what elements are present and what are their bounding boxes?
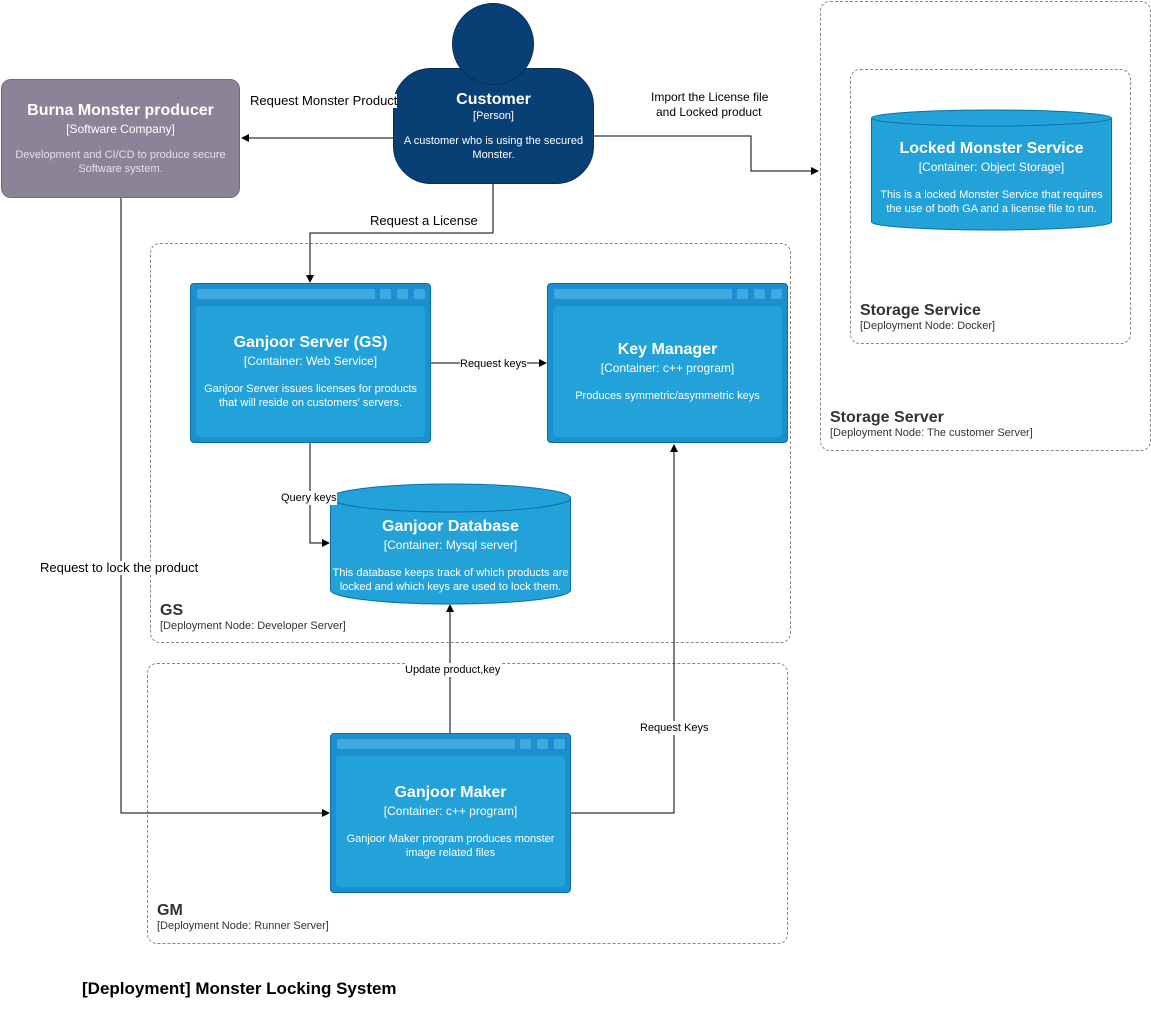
producer-description: Development and CI/CD to produce secure …	[15, 148, 226, 175]
edge-label-query-keys: Query keys	[281, 491, 337, 505]
edge-label-request-product: Request Monster Product	[250, 93, 398, 108]
ganjoor-maker-container: Ganjoor Maker [Container: c++ program] G…	[330, 733, 571, 893]
database-icon	[871, 109, 1112, 231]
edge-label-request-lock: Request to lock the product	[40, 560, 199, 575]
window-button-icon	[754, 289, 765, 299]
customer-person-body: Customer [Person] A customer who is usin…	[393, 68, 594, 184]
key-manager-container: Key Manager [Container: c++ program] Pro…	[547, 283, 788, 443]
ganjoor-maker-tech: [Container: c++ program]	[383, 803, 518, 818]
edge-request-license	[306, 184, 494, 283]
edge-label-import-license-line2: and Locked product	[656, 105, 762, 119]
storage-service-title: Storage Service	[860, 302, 981, 319]
storage-service-subtitle: [Deployment Node: Docker]	[860, 320, 996, 332]
locked-service-title: Locked Monster Service	[899, 140, 1084, 157]
ganjoor-server-title: Ganjoor Server (GS)	[233, 333, 388, 351]
gm-node-subtitle: [Deployment Node: Runner Server]	[157, 920, 329, 932]
edge-request-keys-maker	[571, 444, 678, 814]
customer-description: A customer who is using the secured Mons…	[403, 135, 584, 161]
edge-label-update-product: Update product,key	[405, 663, 501, 677]
producer-system-box: Burna Monster producer [Software Company…	[1, 79, 240, 198]
ganjoor-maker-body: Ganjoor Maker [Container: c++ program] G…	[336, 756, 565, 887]
storage-server-subtitle: [Deployment Node: The customer Server]	[830, 427, 1033, 439]
customer-tech: [Person]	[473, 110, 514, 122]
edge-label-request-keys-maker: Request Keys	[640, 721, 709, 735]
locked-service-description: This is a locked Monster Service that re…	[880, 189, 1103, 215]
ganjoor-maker-title: Ganjoor Maker	[394, 783, 507, 801]
window-button-icon	[537, 739, 548, 749]
key-manager-tech: [Container: c++ program]	[600, 360, 735, 375]
key-manager-body: Key Manager [Container: c++ program] Pro…	[553, 306, 782, 437]
ganjoor-database-description: This database keeps track of which produ…	[332, 567, 569, 593]
edge-request-lock	[120, 198, 330, 817]
gm-node-title: GM	[157, 902, 183, 919]
edge-import-license	[594, 135, 819, 175]
ganjoor-server-container: Ganjoor Server (GS) [Container: Web Serv…	[190, 283, 431, 443]
window-titlebar	[337, 739, 515, 749]
producer-tech: [Software Company]	[66, 121, 175, 136]
ganjoor-server-description: Ganjoor Server issues licenses for produ…	[204, 382, 417, 409]
ganjoor-database-cylinder: Ganjoor Database [Container: Mysql serve…	[330, 483, 571, 605]
locked-monster-service-cylinder: Locked Monster Service [Container: Objec…	[871, 109, 1112, 231]
window-button-icon	[737, 289, 748, 299]
producer-title: Burna Monster producer	[27, 101, 214, 119]
gs-node	[150, 243, 791, 643]
ganjoor-server-tech: [Container: Web Service]	[243, 353, 378, 368]
edge-label-import-license-line1: Import the License file	[651, 90, 769, 104]
database-icon	[330, 483, 571, 605]
key-manager-title: Key Manager	[617, 340, 718, 358]
edge-query-keys	[309, 443, 330, 547]
customer-title: Customer	[456, 91, 531, 108]
window-button-icon	[397, 289, 408, 299]
gs-node-subtitle: [Deployment Node: Developer Server]	[160, 620, 346, 632]
window-titlebar	[554, 289, 732, 299]
window-button-icon	[554, 739, 565, 749]
storage-service-node	[850, 69, 1131, 344]
gs-node-title: GS	[160, 602, 184, 619]
window-button-icon	[414, 289, 425, 299]
edge-label-request-keys: Request keys	[460, 357, 527, 371]
window-button-icon	[771, 289, 782, 299]
diagram-title: [Deployment] Monster Locking System	[82, 979, 397, 998]
window-button-icon	[380, 289, 391, 299]
customer-person-head	[452, 3, 534, 85]
ganjoor-server-body: Ganjoor Server (GS) [Container: Web Serv…	[196, 306, 425, 437]
ganjoor-maker-description: Ganjoor Maker program produces monster i…	[346, 832, 555, 859]
storage-server-title: Storage Server	[830, 409, 944, 426]
ganjoor-database-title: Ganjoor Database	[382, 518, 519, 535]
key-manager-description: Produces symmetric/asymmetric keys	[575, 389, 760, 402]
window-button-icon	[520, 739, 531, 749]
locked-service-tech: [Container: Object Storage]	[918, 160, 1065, 174]
window-titlebar	[197, 289, 375, 299]
edge-label-request-license: Request a License	[370, 213, 478, 228]
ganjoor-database-tech: [Container: Mysql server]	[383, 538, 518, 552]
